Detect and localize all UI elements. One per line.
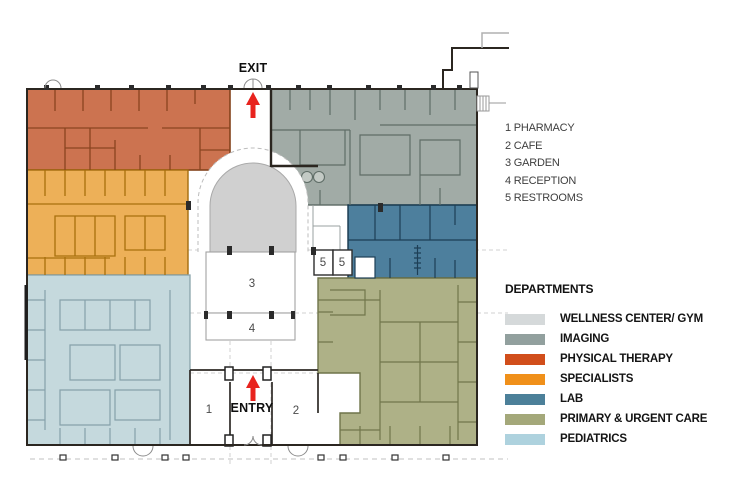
site-markers — [30, 454, 508, 461]
atrium-arch — [197, 147, 309, 253]
legend-swatch-primary-urgent-care — [505, 413, 545, 425]
room-number-pharmacy: 1 — [205, 404, 213, 416]
legend-label-imaging: IMAGING — [560, 333, 610, 345]
legend-label-physical-therapy: PHYSICAL THERAPY — [560, 353, 673, 365]
legend-row-physical-therapy: PHYSICAL THERAPY — [505, 349, 707, 369]
legend-swatch-lab — [505, 393, 545, 405]
key-item-reception: 4 RECEPTION — [505, 174, 577, 187]
region-pediatrics — [26, 274, 191, 446]
room-number-restroom-left: 5 — [319, 257, 327, 269]
numbered-key-list: 1 PHARMACY 2 CAFE 3 GARDEN 4 RECEPTION 5… — [505, 120, 583, 208]
restroom-right — [332, 249, 353, 276]
room-number-reception: 4 — [248, 323, 256, 335]
columns — [186, 201, 383, 447]
legend-label-wellness: WELLNESS CENTER/ GYM — [560, 313, 703, 325]
room-number-cafe: 2 — [292, 405, 300, 417]
legend-swatch-specialists — [505, 373, 545, 385]
legend-row-wellness: WELLNESS CENTER/ GYM — [505, 309, 707, 329]
dome-garden-hall — [209, 162, 297, 253]
legend-row-lab: LAB — [505, 389, 707, 409]
legend-swatch-physical-therapy — [505, 353, 545, 365]
exit-arrow-icon — [246, 92, 260, 118]
key-item-restrooms: 5 RESTROOMS — [505, 192, 583, 204]
central-rooms — [189, 205, 353, 445]
exit-label: EXIT — [238, 61, 268, 75]
wall-vent-icon — [476, 95, 506, 112]
reception-room — [205, 312, 296, 341]
legend-label-pediatrics: PEDIATRICS — [560, 433, 627, 445]
room-number-garden: 3 — [248, 278, 256, 290]
entry-label: ENTRY — [230, 401, 274, 415]
legend-label-specialists: SPECIALISTS — [560, 373, 634, 385]
legend-title: DEPARTMENTS — [505, 282, 594, 296]
interior-walls — [27, 89, 477, 445]
legend-swatch-pediatrics — [505, 433, 545, 445]
legend-label-lab: LAB — [560, 393, 584, 405]
departments-legend: WELLNESS CENTER/ GYM IMAGING PHYSICAL TH… — [505, 309, 707, 449]
room-number-restroom-right: 5 — [338, 257, 346, 269]
entry-room-walls — [189, 369, 319, 445]
legend-row-primary-urgent-care: PRIMARY & URGENT CARE — [505, 409, 707, 429]
key-item-garden: 3 GARDEN — [505, 157, 560, 169]
legend-row-imaging: IMAGING — [505, 329, 707, 349]
building-outline — [24, 32, 509, 446]
door-swings — [44, 78, 309, 457]
legend-row-specialists: SPECIALISTS — [505, 369, 707, 389]
key-item-cafe: 2 CAFE — [505, 139, 543, 152]
top-edge-ticks — [44, 85, 462, 90]
legend-swatch-imaging — [505, 333, 545, 345]
legend-swatch-wellness — [505, 313, 545, 325]
legend-row-pediatrics: PEDIATRICS — [505, 429, 707, 449]
entry-arrow-icon — [246, 375, 260, 401]
legend-label-primary-urgent-care: PRIMARY & URGENT CARE — [560, 413, 708, 425]
key-item-pharmacy: 1 PHARMACY — [505, 122, 575, 134]
region-specialists — [26, 169, 189, 276]
